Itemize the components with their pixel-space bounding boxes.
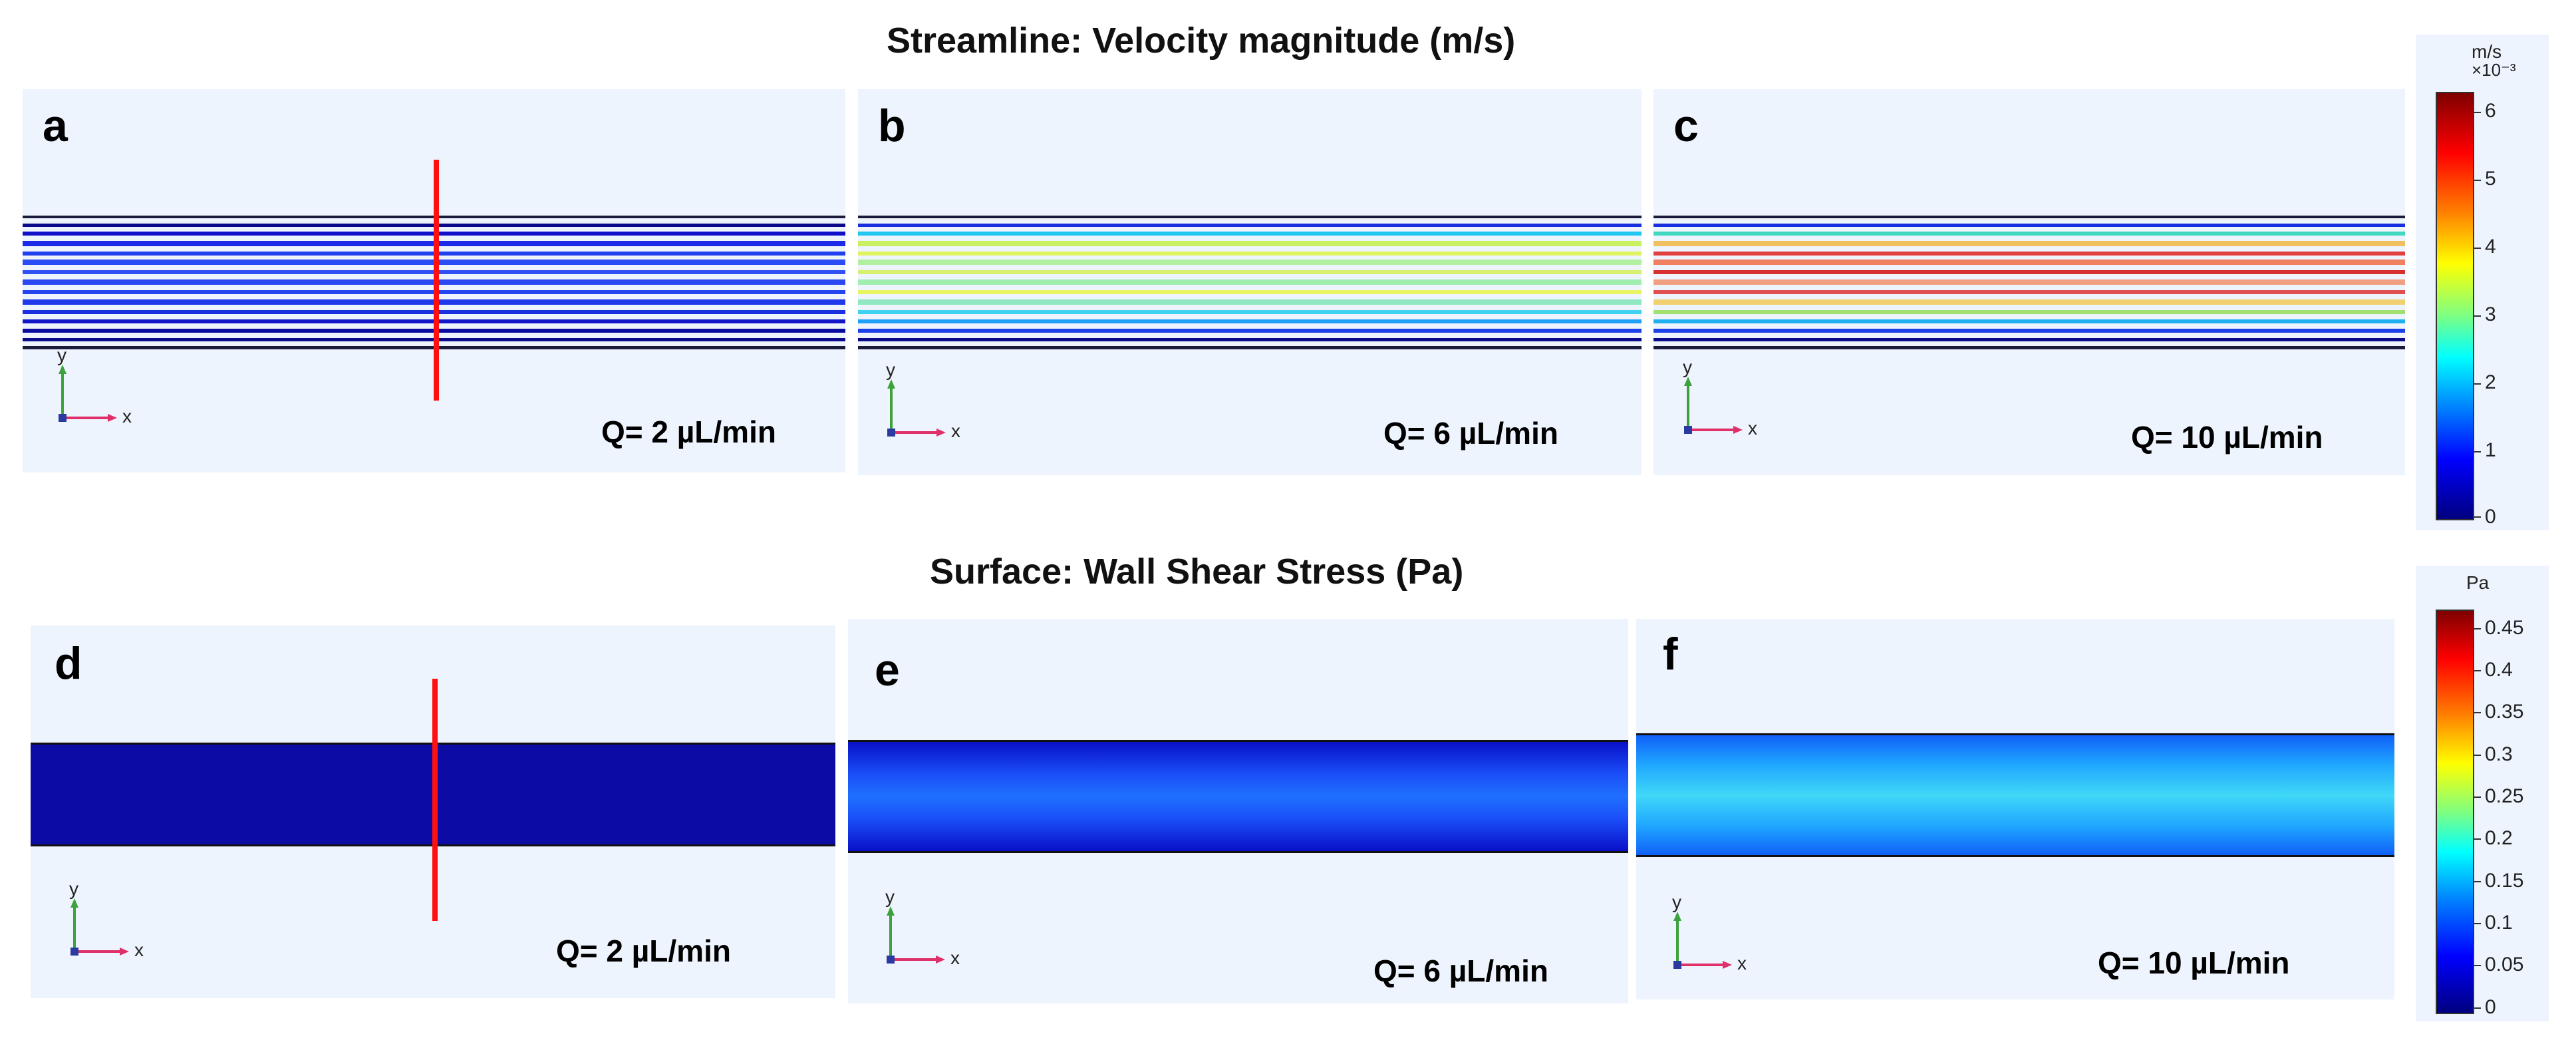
streamline-band — [858, 216, 1642, 357]
x-axis-label: x — [134, 940, 144, 960]
colorbar-tick-label: 0 — [2485, 996, 2496, 1018]
colorbar-unit: m/s — [2472, 41, 2502, 62]
panel-a: a y x Q= 2 µL/min — [23, 89, 845, 472]
colorbar-tick-label: 0.45 — [2485, 617, 2524, 639]
x-axis-label: x — [122, 406, 132, 427]
colorbar-tickmark — [2473, 1007, 2481, 1009]
colorbar-tick-label: 0.1 — [2485, 912, 2513, 934]
y-axis-label: y — [1672, 892, 1681, 912]
colorbar-tick-label: 0 — [2485, 506, 2496, 528]
colorbar-tickmark — [2473, 670, 2481, 671]
flow-rate-label: Q= 10 µL/min — [2131, 420, 2323, 454]
colorbar-tickmark — [2473, 712, 2481, 713]
axis-triad: y x — [65, 878, 144, 964]
y-axis-label: y — [57, 345, 67, 365]
colorbar-gradient — [2436, 610, 2474, 1014]
shear-stress-surface — [1636, 733, 2394, 857]
colorbar-tickmark — [2473, 797, 2481, 798]
streamline-title: Streamline: Velocity magnitude (m/s) — [887, 21, 1516, 61]
shear-colorbar: Pa 0.45 0.4 0.35 0.3 0.25 0.2 0.15 0.1 0… — [2416, 566, 2549, 1021]
colorbar-unit: Pa — [2466, 572, 2490, 593]
panel-letter: d — [55, 638, 82, 689]
velocity-colorbar: m/s ×10⁻³ 6 5 4 3 2 1 0 — [2416, 35, 2549, 530]
colorbar-tickmark — [2473, 965, 2481, 966]
colorbar-tick-label: 0.15 — [2485, 870, 2524, 892]
panel-letter: e — [875, 645, 900, 695]
panel-b: b y x Q= 6 µL/min — [858, 89, 1642, 475]
x-axis-label: x — [951, 421, 960, 441]
flow-rate-label: Q= 10 µL/min — [2098, 946, 2290, 980]
shear-stress-surface — [848, 740, 1628, 853]
panel-letter: f — [1663, 629, 1678, 679]
colorbar-tick-label: 3 — [2485, 303, 2496, 325]
flow-rate-label: Q= 6 µL/min — [1373, 954, 1548, 988]
colorbar-tick-label: 0.4 — [2485, 659, 2513, 681]
colorbar-tick-label: 0.25 — [2485, 785, 2524, 807]
streamline-band — [1653, 216, 2405, 357]
panel-letter: a — [43, 100, 68, 151]
surface-title: Surface: Wall Shear Stress (Pa) — [930, 552, 1464, 592]
axis-triad: y x — [1668, 892, 1747, 977]
colorbar-tickmark — [2473, 315, 2481, 317]
x-axis-label: x — [950, 948, 960, 968]
panel-c: c y x Q= 10 µL/min — [1653, 89, 2405, 475]
colorbar-tickmark — [2473, 923, 2481, 924]
flow-rate-label: Q= 2 µL/min — [556, 934, 731, 968]
colorbar-tick-label: 5 — [2485, 168, 2496, 190]
colorbar-tick-label: 4 — [2485, 236, 2496, 258]
colorbar-tickmark — [2473, 516, 2481, 518]
colorbar-tick-label: 0.2 — [2485, 827, 2513, 849]
colorbar-tickmark — [2473, 628, 2481, 629]
flow-rate-label: Q= 6 µL/min — [1383, 416, 1558, 450]
colorbar-tickmark — [2473, 838, 2481, 840]
y-axis-label: y — [886, 359, 895, 380]
axis-triad: y x — [1679, 357, 1757, 442]
panel-letter: c — [1673, 100, 1699, 151]
colorbar-gradient — [2436, 92, 2474, 520]
colorbar-tickmark — [2473, 383, 2481, 385]
flow-rate-label: Q= 2 µL/min — [601, 415, 776, 449]
axis-triad: y x — [53, 345, 132, 430]
colorbar-tickmark — [2473, 112, 2481, 113]
colorbar-tickmark — [2473, 451, 2481, 452]
colorbar-tick-label: 6 — [2485, 100, 2496, 122]
colorbar-tickmark — [2473, 180, 2481, 181]
colorbar-tick-label: 1 — [2485, 439, 2496, 461]
panel-letter: b — [878, 100, 906, 151]
marker-line — [432, 679, 438, 921]
panel-d: d y x Q= 2 µL/min — [31, 625, 835, 998]
colorbar-tick-label: 0.05 — [2485, 954, 2524, 975]
colorbar-tickmark — [2473, 248, 2481, 249]
colorbar-tickmark — [2473, 881, 2481, 882]
axis-triad: y x — [882, 359, 960, 444]
colorbar-multiplier: ×10⁻³ — [2472, 60, 2516, 80]
panel-f: f y x Q= 10 µL/min — [1636, 619, 2394, 999]
x-axis-label: x — [1748, 418, 1757, 439]
colorbar-tick-label: 2 — [2485, 371, 2496, 393]
y-axis-label: y — [69, 878, 78, 899]
y-axis-label: y — [1683, 357, 1692, 377]
axis-triad: y x — [881, 886, 960, 972]
colorbar-tickmark — [2473, 755, 2481, 756]
x-axis-label: x — [1737, 953, 1747, 974]
colorbar-tick-label: 0.3 — [2485, 743, 2513, 765]
panel-e: e y x Q= 6 µL/min — [848, 619, 1628, 1003]
colorbar-tick-label: 0.35 — [2485, 701, 2524, 723]
marker-line — [434, 160, 439, 401]
y-axis-label: y — [885, 886, 895, 907]
